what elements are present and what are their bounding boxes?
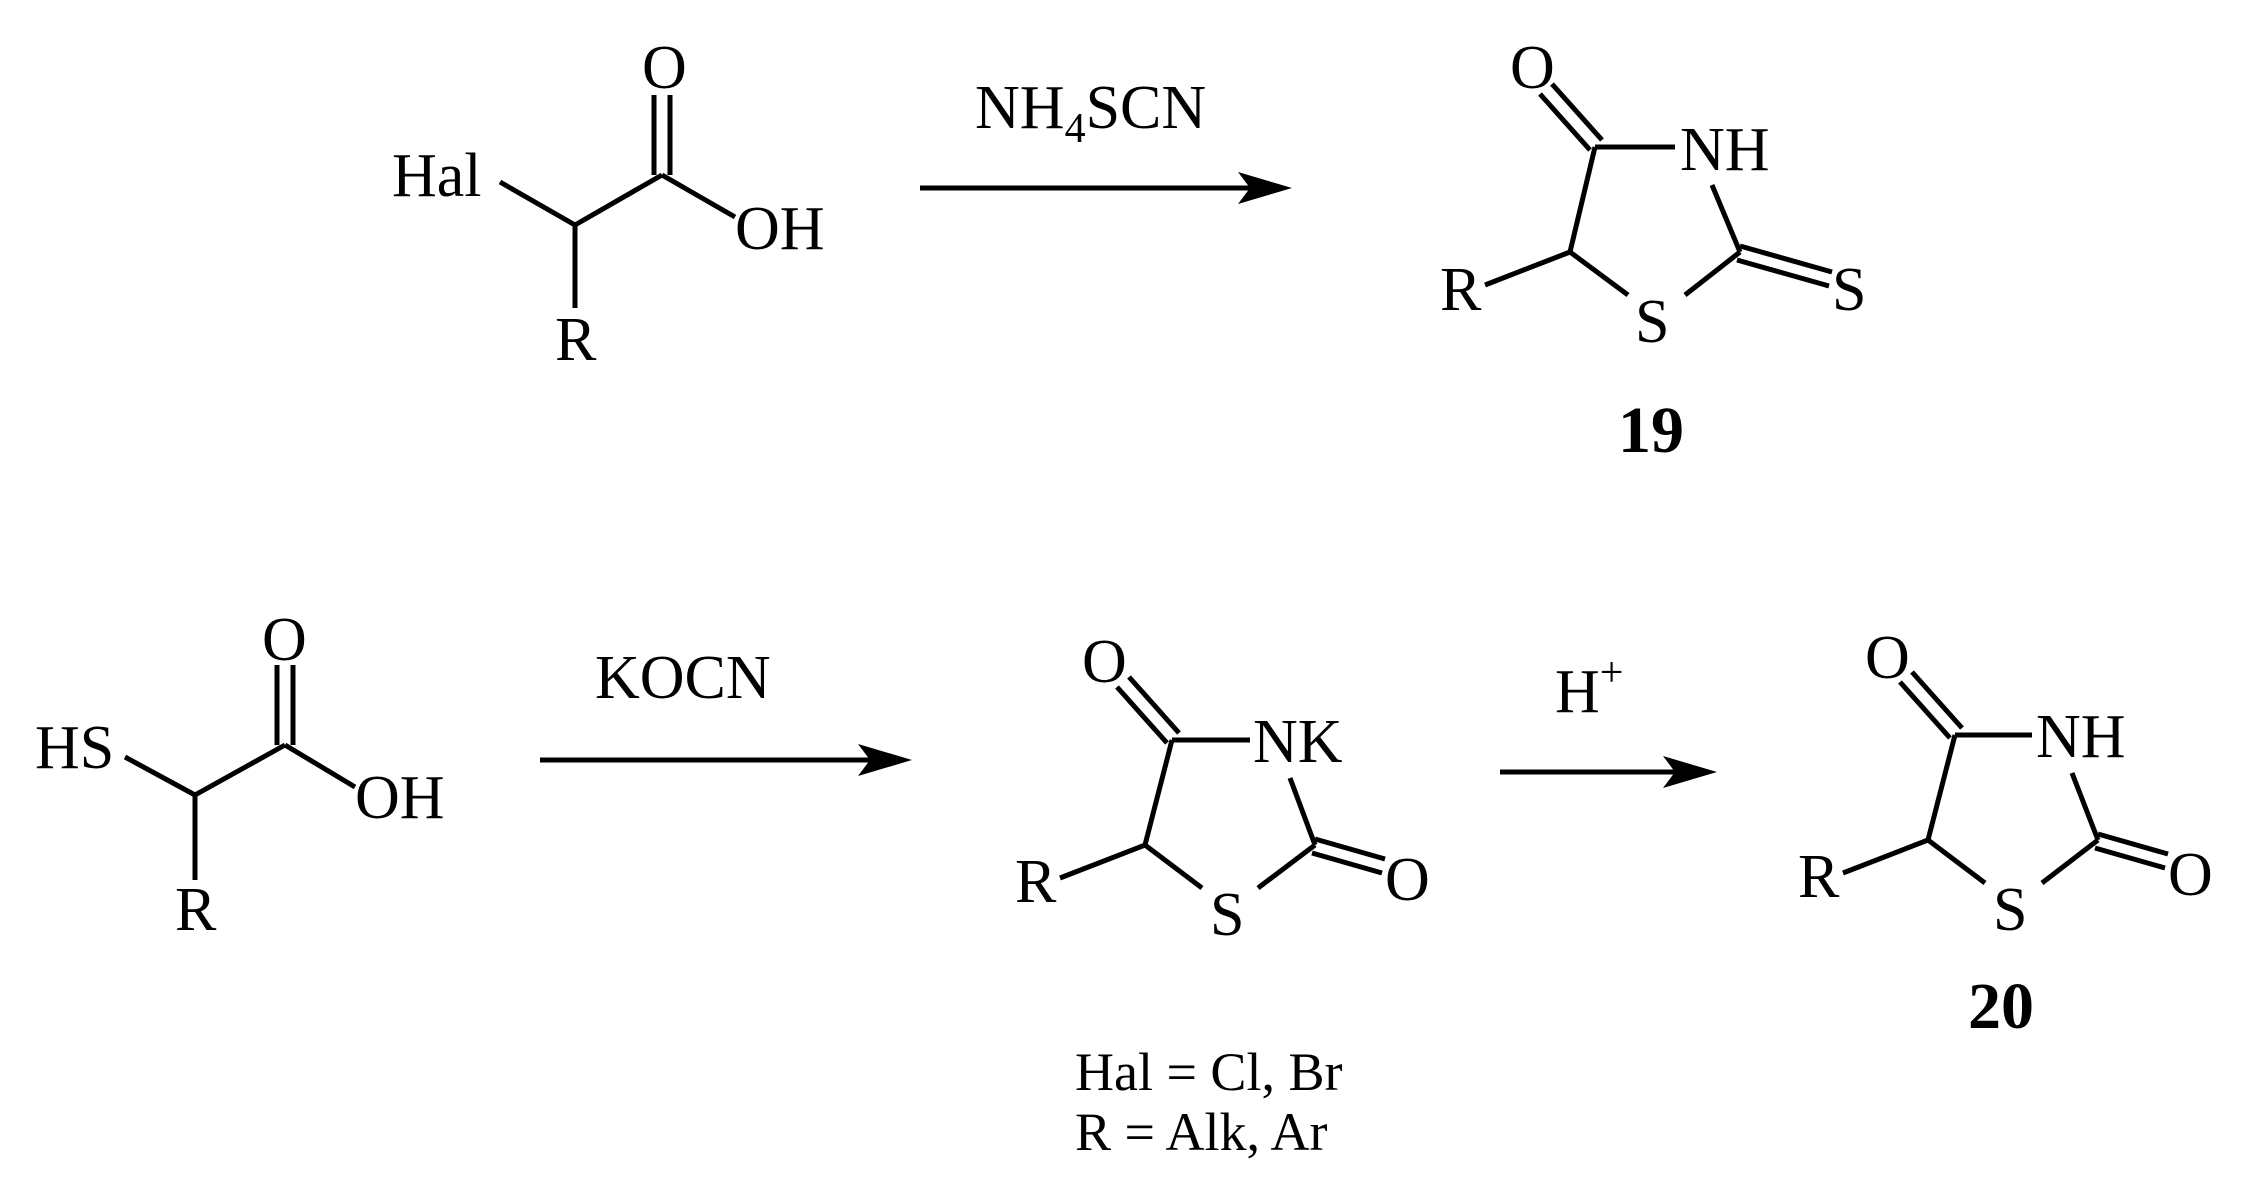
acid-reagent-label: H+ xyxy=(1555,650,1623,726)
bond-c2-n3 xyxy=(2069,772,2101,841)
reaction-2: HS O OH R KOCN O NK S O R xyxy=(35,606,2213,1043)
bond-c5-s1 xyxy=(1568,249,1630,298)
bond-c2-o-1 xyxy=(2097,831,2169,857)
ring-s-label: S xyxy=(1635,288,1669,356)
bond-c4-c5 xyxy=(1925,734,1958,841)
thiol-label: HS xyxy=(35,714,114,782)
bond-carbonyl-oh xyxy=(283,742,357,790)
substituent-label: R xyxy=(175,876,217,944)
bond-c5-s1 xyxy=(1926,838,1987,885)
bond-c5-r xyxy=(1059,842,1146,881)
bond-s1-c2 xyxy=(1683,250,1742,297)
reagent-label-kocn: KOCN xyxy=(595,644,771,712)
arrow-head xyxy=(1663,756,1717,788)
arrow-head xyxy=(858,744,912,776)
substituent-label: R xyxy=(1798,843,1840,911)
bond-c2-s-2 xyxy=(1736,257,1830,289)
rhodanine-product: O NH S S R 19 xyxy=(1440,34,1866,467)
bond-carbonyl-oh xyxy=(660,172,737,220)
oxo-label: O xyxy=(1510,34,1555,102)
oxo-label: O xyxy=(262,606,307,674)
hydroxyl-label: OH xyxy=(735,195,825,263)
thioxo-label: S xyxy=(1832,256,1866,324)
bond-hal-calpha xyxy=(498,179,577,228)
oxo-label: O xyxy=(642,34,687,102)
potassium-salt-intermediate: O NK S O R xyxy=(1015,628,1430,949)
ring-s-label: S xyxy=(1993,876,2027,944)
bond-c4-o-1 xyxy=(1115,685,1169,745)
mercapto-acid-reactant: HS O OH R xyxy=(35,606,445,944)
hydroxyl-label: OH xyxy=(355,764,445,832)
bond-s1-c2 xyxy=(2040,838,2100,885)
bond-calpha-carbonyl xyxy=(573,172,664,228)
bond-c4-o-2 xyxy=(1550,82,1604,142)
bond-c2-n3 xyxy=(1287,777,1318,846)
legend: Hal = Cl, Br R = Alk, Ar xyxy=(1075,1042,1342,1162)
bond-c2-n3 xyxy=(1709,184,1743,253)
reaction-arrow-1: NH4SCN xyxy=(920,74,1292,204)
substituent-label: R xyxy=(555,306,597,374)
bond-c4-o-1 xyxy=(1898,680,1952,740)
bond-c4-o-2 xyxy=(1910,670,1964,730)
bond-c2-s-1 xyxy=(1739,243,1833,275)
oxo-right-label: O xyxy=(2168,841,2213,909)
ring-nh-label: NH xyxy=(1680,116,1770,184)
r-definition: R = Alk, Ar xyxy=(1075,1102,1328,1162)
substituent-label: R xyxy=(1015,848,1057,916)
bond-c4-o-2 xyxy=(1127,675,1181,735)
reaction-arrow-2: KOCN xyxy=(540,644,912,776)
compound-number-19: 19 xyxy=(1618,394,1684,467)
bond-hs-calpha xyxy=(123,754,197,798)
bond-c2-o-2 xyxy=(2094,845,2166,871)
bond-calpha-carbonyl xyxy=(193,742,287,798)
bond-c2-o-2 xyxy=(1311,850,1383,876)
bond-c5-r xyxy=(1484,249,1571,288)
arrow-head xyxy=(1238,172,1292,204)
substituent-label: R xyxy=(1440,256,1482,324)
bond-s1-c2 xyxy=(1256,843,1317,890)
ring-nh-label: NH xyxy=(2036,703,2126,771)
bond-c4-c5 xyxy=(1142,739,1175,846)
compound-number-20: 20 xyxy=(1968,970,2034,1043)
bond-c5-r xyxy=(1842,837,1929,876)
thiazolidinedione-product: O NH S O R 20 xyxy=(1798,624,2213,1043)
bond-c4-c5 xyxy=(1567,146,1598,253)
bond-c4-o-1 xyxy=(1538,92,1592,152)
reaction-arrow-3: H+ xyxy=(1500,650,1717,788)
bond-c5-s1 xyxy=(1143,843,1204,890)
ring-s-label: S xyxy=(1210,881,1244,949)
bond-c2-o-1 xyxy=(1314,836,1386,862)
oxo-top-label: O xyxy=(1082,628,1127,696)
reagent-label-nh4scn: NH4SCN xyxy=(975,74,1206,152)
halogen-label: Hal xyxy=(392,142,482,210)
ring-nk-label: NK xyxy=(1253,708,1343,776)
hal-definition: Hal = Cl, Br xyxy=(1075,1042,1342,1102)
oxo-top-label: O xyxy=(1865,624,1910,692)
oxo-right-label: O xyxy=(1385,846,1430,914)
reaction-1: Hal O OH R NH4SCN O NH S xyxy=(392,34,1866,467)
halo-acid-reactant: Hal O OH R xyxy=(392,34,825,374)
